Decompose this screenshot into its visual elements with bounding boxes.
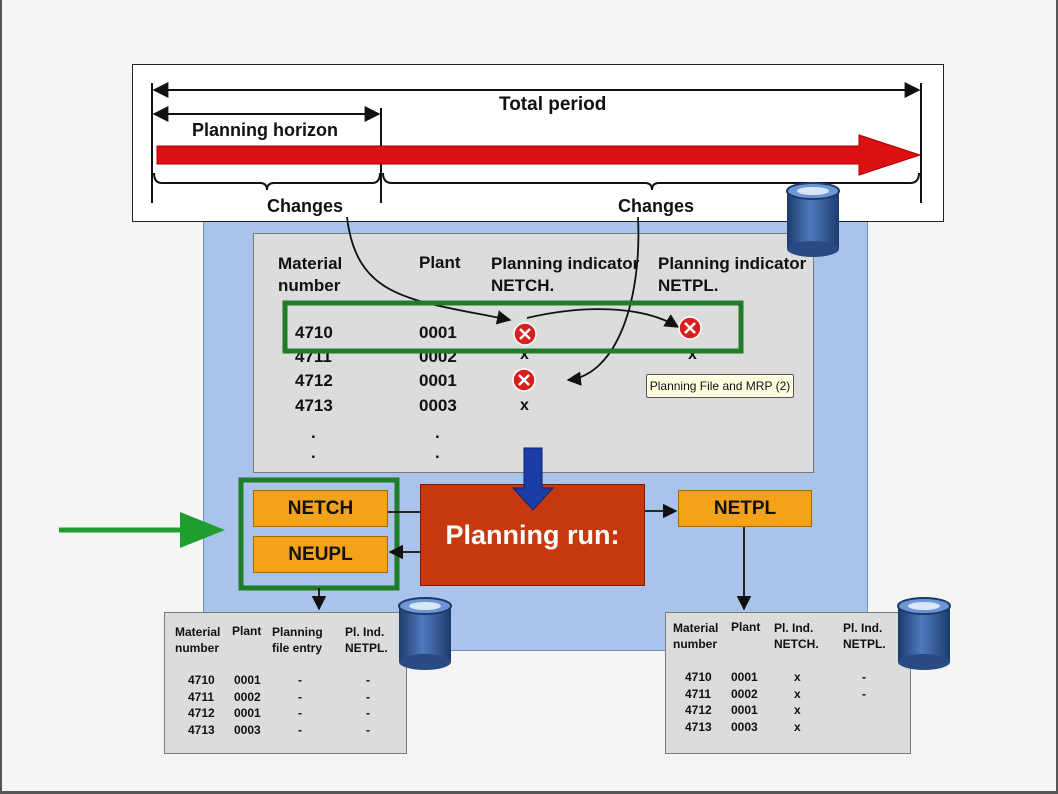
left-col-entry: ---- <box>298 673 302 737</box>
row-4712-plant: 0001 <box>419 371 457 390</box>
right-col-netpl: -- <box>862 670 866 701</box>
left-header-ind: Pl. Ind.NETPL. <box>345 625 388 655</box>
database-icon-top <box>786 182 840 257</box>
blue-down-arrow <box>511 447 555 511</box>
ellipsis-plant-1: . <box>435 423 440 442</box>
x-marker-4710-netpl <box>678 316 702 340</box>
row-4713-material: 4713 <box>295 396 333 415</box>
total-period-label: Total period <box>499 94 607 115</box>
row-4712-material: 4712 <box>295 371 333 390</box>
row-4711-netpl: x <box>688 346 697 363</box>
change-arrow-to-4712 <box>566 216 640 386</box>
x-marker-4710-netch <box>513 322 537 346</box>
total-period-red-arrow <box>156 134 922 176</box>
netch-box: NETCH <box>253 490 388 527</box>
row-4710-highlight <box>282 300 744 354</box>
database-icon-right <box>897 597 951 670</box>
row-4713-netch: x <box>520 397 529 414</box>
left-result-table <box>164 612 407 754</box>
ellipsis-material-2: . <box>311 443 316 462</box>
green-pointer-arrow <box>59 512 225 548</box>
row-4711-netch: x <box>520 346 529 363</box>
tooltip-planning-file-mrp: Planning File and MRP (2) <box>646 374 794 398</box>
changes-right-label: Changes <box>618 196 695 216</box>
right-result-table <box>665 612 911 754</box>
row-4711-material: 4711 <box>295 347 332 366</box>
row-4711-plant: 0002 <box>419 347 457 366</box>
ellipsis-material-1: . <box>311 423 316 442</box>
row-4713-plant: 0003 <box>419 396 457 415</box>
x-marker-4712-netch <box>512 368 536 392</box>
ellipsis-plant-2: . <box>435 443 440 462</box>
header-plant: Plant <box>419 253 461 272</box>
row-4710-plant: 0001 <box>419 323 457 342</box>
netpl-box: NETPL <box>678 490 812 527</box>
left-col-ind: ---- <box>366 673 370 737</box>
right-header-netpl: Pl. Ind.NETPL. <box>843 621 886 651</box>
left-header-plant: Plant <box>232 624 262 638</box>
change-arrow-to-netch <box>346 216 512 325</box>
netch-neupl-highlight <box>238 477 400 591</box>
right-header-plant: Plant <box>731 620 761 634</box>
timeline-lines <box>151 82 922 203</box>
change-arrow-to-netpl <box>526 308 680 328</box>
row-4710-material: 4710 <box>295 323 333 342</box>
neupl-box: NEUPL <box>253 536 388 573</box>
right-header-netch: Pl. Ind.NETCH. <box>774 621 819 651</box>
planning-horizon-label: Planning horizon <box>192 120 338 140</box>
database-icon-left <box>398 597 452 670</box>
changes-left-label: Changes <box>267 196 344 216</box>
